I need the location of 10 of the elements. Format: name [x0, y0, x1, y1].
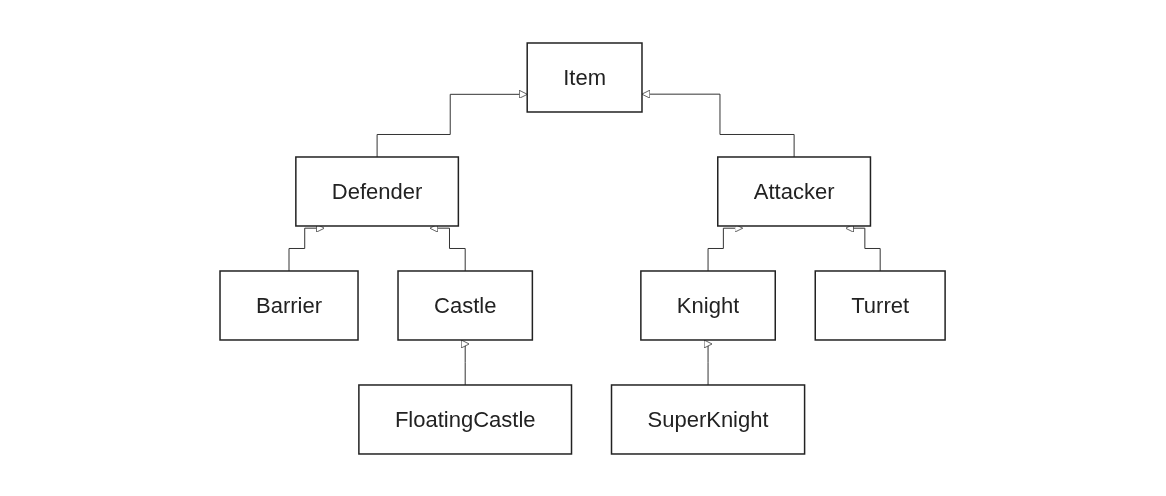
node-box: Barrier — [219, 269, 360, 341]
node-box: Attacker — [717, 155, 872, 227]
node-box: Knight — [640, 269, 777, 341]
node-box: Turret — [814, 269, 947, 341]
node-box: Castle — [397, 269, 534, 341]
node-box: Item — [526, 41, 644, 113]
node-box: SuperKnight — [611, 383, 806, 455]
node-box: Defender — [295, 155, 460, 227]
node-box: FloatingCastle — [358, 383, 573, 455]
arrow — [704, 339, 713, 385]
